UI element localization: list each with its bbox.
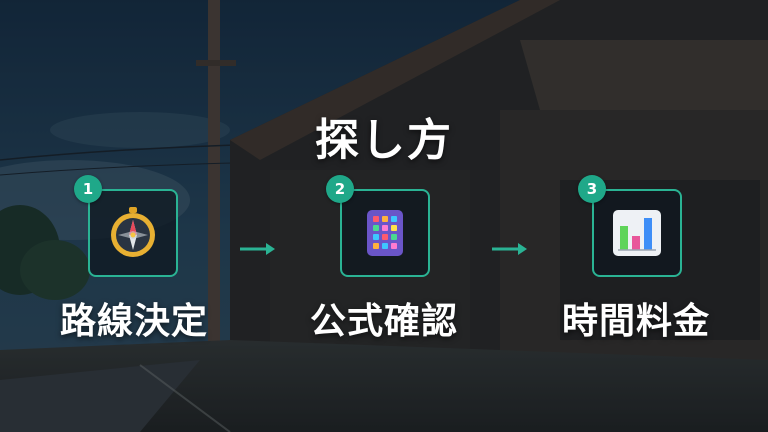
arrow-right-icon <box>240 243 275 255</box>
step-3-label: 時間料金 <box>561 301 710 342</box>
step-1-icon-card <box>88 189 178 277</box>
compass-icon <box>111 207 155 257</box>
bar-chart-icon <box>613 210 661 256</box>
step-3-number-badge: 3 <box>578 175 606 203</box>
arrow-right-icon <box>492 243 527 255</box>
step-3: 3 <box>578 175 682 277</box>
step-2-number-badge: 2 <box>326 175 354 203</box>
step-3-icon-card <box>592 189 682 277</box>
app-grid-icon <box>367 210 403 256</box>
step-2-icon-card <box>340 189 430 277</box>
step-1: 1 <box>74 175 178 277</box>
step-2-label: 公式確認 <box>309 301 458 342</box>
step-1-label: 路線決定 <box>59 301 208 342</box>
slide-title: 探し方 <box>315 115 453 166</box>
step-1-number-badge: 1 <box>74 175 102 203</box>
step-2: 2 <box>326 175 430 277</box>
